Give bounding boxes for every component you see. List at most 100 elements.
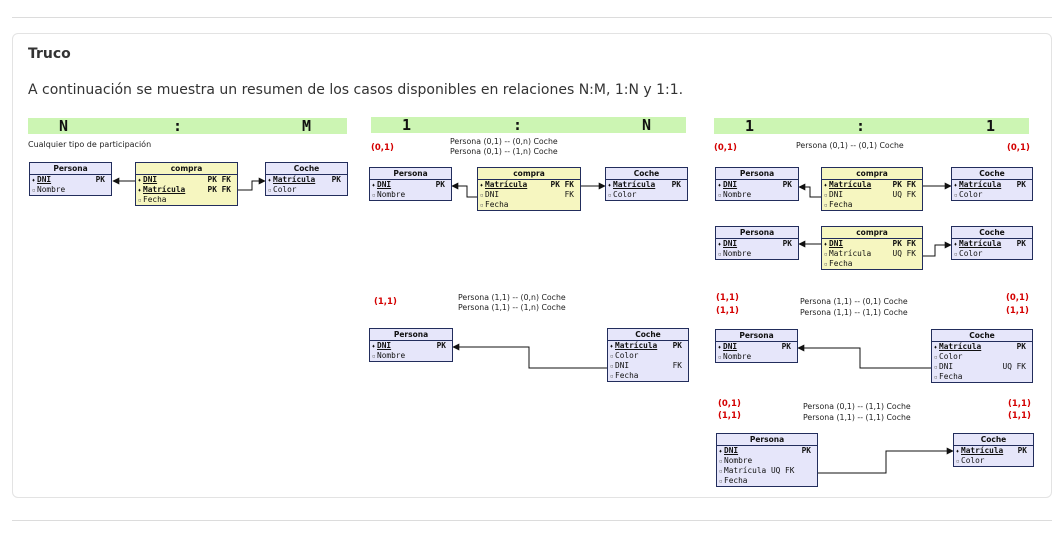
field-name: Color (959, 190, 983, 199)
table-persona: PersonaDNIPKNombreMatrícula UQ FKFecha (716, 433, 818, 487)
field-name: Matrícula (143, 185, 186, 194)
band-1n-right: N (642, 116, 652, 134)
table-header: Coche (954, 434, 1033, 446)
field-name: DNI (829, 190, 844, 199)
table-field: Fecha (136, 195, 237, 205)
nm-note: Cualquier tipo de participación (28, 140, 152, 149)
field-keys: PK (781, 342, 791, 351)
field-name: Color (273, 185, 297, 194)
table-coche: CocheMatrículaPKColor (605, 167, 688, 201)
band-nm-mid: : (173, 117, 183, 135)
field-name: Fecha (143, 195, 167, 204)
table-compra: compraMatrículaPK FKDNIUQ FKFecha (821, 167, 923, 211)
table-header: Coche (952, 168, 1032, 180)
table-field: DNI PK (717, 446, 817, 456)
field-name: Matrícula (829, 249, 872, 258)
table-coche: CocheMatrículaPKColorDNIUQ FKFecha (931, 329, 1033, 383)
field-name: Matrícula (485, 180, 528, 189)
field-name: Color (615, 351, 639, 360)
oneone-c3-rel-a: Persona (0,1) -- (1,1) Coche (803, 402, 911, 411)
field-keys: UQ FK (892, 190, 916, 199)
field-name: DNI (723, 180, 738, 189)
table-header: compra (822, 227, 922, 239)
oneone-c3-card-left-a: (0,1) (718, 399, 741, 409)
field-name: DNI (723, 342, 738, 351)
card-title: Truco (28, 46, 71, 62)
field-keys: PK (671, 180, 681, 189)
nm-compra-to-coche (238, 177, 266, 191)
field-keys: PK (436, 341, 446, 350)
table-field: Nombre (30, 185, 111, 195)
field-name: DNI (485, 190, 500, 199)
onen-c2-rel-b: Persona (1,1) -- (1,n) Coche (458, 303, 566, 312)
field-name: DNI (724, 446, 739, 455)
band-1n-left: 1 (402, 116, 412, 134)
onen-c1-rel-a: Persona (0,1) -- (0,n) Coche (450, 137, 558, 146)
table-header: Persona (716, 227, 798, 239)
onen-c1-compra-dni-to-persona (451, 182, 477, 198)
oneone-c1-rel-a: Persona (0,1) -- (0,1) Coche (796, 141, 904, 150)
table-field: Color (266, 185, 347, 195)
field-name: Matrícula (959, 180, 1002, 189)
field-keys: PK (801, 446, 811, 455)
table-field: Matrícula PK (608, 341, 688, 351)
field-name: Matrícula (273, 175, 316, 184)
table-field: Color (952, 249, 1032, 259)
field-name: Nombre (723, 190, 752, 199)
field-name: DNI (143, 175, 158, 184)
table-field: Fecha (822, 200, 922, 210)
field-name: Fecha (829, 259, 853, 268)
band-11: 1 : 1 (714, 117, 1029, 135)
field-keys: UQ FK (892, 249, 916, 258)
table-field: Matrícula UQ FK (717, 466, 817, 476)
table-coche: CocheMatrículaPKColor (265, 162, 348, 196)
table-field: DNI PK (716, 342, 797, 352)
field-name: Nombre (37, 185, 66, 194)
band-1n: 1 : N (371, 116, 686, 134)
field-name: Fecha (485, 200, 509, 209)
top-divider (12, 17, 1052, 18)
band-11-left: 1 (745, 117, 755, 135)
field-keys: PK FK (892, 180, 916, 189)
oneone-c1-card-right: (0,1) (1007, 143, 1030, 153)
table-field: Nombre (717, 456, 817, 466)
oneone-c1a-compra-dni-to-persona (798, 183, 821, 198)
field-keys: PK (435, 180, 445, 189)
field-name: Color (613, 190, 637, 199)
field-keys: PK (672, 341, 682, 350)
table-header: compra (822, 168, 922, 180)
table-field: Nombre (716, 249, 798, 259)
table-field: Matrícula UQ FK (822, 249, 922, 259)
table-coche: CocheMatrículaPKColor (953, 433, 1034, 467)
field-name: Matrícula (961, 446, 1004, 455)
onen-c1-card-left: (0,1) (371, 143, 394, 153)
field-name: DNI (939, 362, 954, 371)
table-field: Fecha (822, 259, 922, 269)
table-persona: PersonaDNIPKNombre (369, 167, 452, 201)
field-name: DNI (723, 239, 738, 248)
table-header: Persona (716, 330, 797, 342)
field-keys: UQ FK (1002, 362, 1026, 371)
table-field: Color (932, 352, 1032, 362)
field-keys: PK FK (550, 180, 574, 189)
table-persona: PersonaDNIPKNombre (715, 226, 799, 260)
table-coche: CocheMatrículaPKColor (951, 226, 1033, 260)
table-field: Color (606, 190, 687, 200)
field-name: Matrícula (615, 341, 658, 350)
oneone-c3-persona-mat-to-coche (818, 447, 954, 474)
field-keys: PK (95, 175, 105, 184)
table-field: Fecha (478, 200, 580, 210)
oneone-c2-card-left-a: (1,1) (716, 293, 739, 303)
table-persona: PersonaDNIPKNombre (715, 167, 799, 201)
field-name: DNI (377, 180, 392, 189)
table-header: Coche (932, 330, 1032, 342)
oneone-c3-card-left-b: (1,1) (718, 411, 741, 421)
